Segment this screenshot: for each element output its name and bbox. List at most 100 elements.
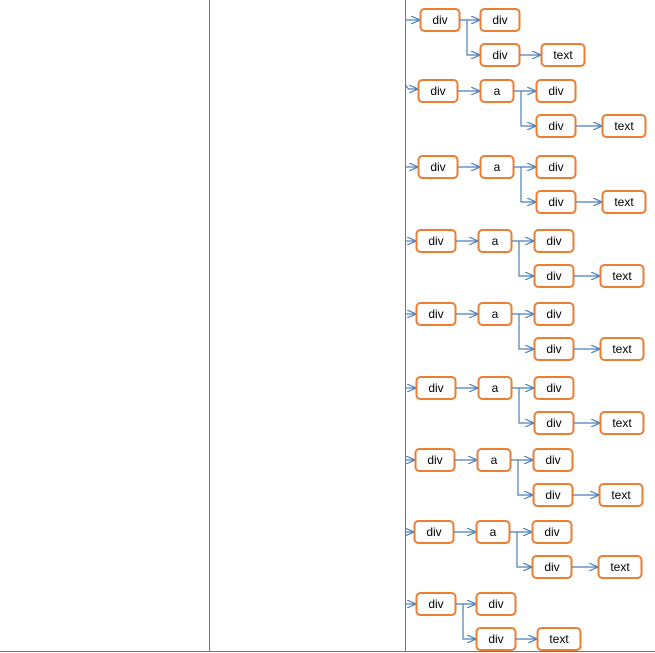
text-node: text (597, 555, 643, 579)
div-node-label: div (492, 13, 507, 27)
div-node-box (419, 8, 461, 32)
div-node: div (417, 155, 459, 179)
div-node: div (535, 79, 577, 103)
text-node: text (599, 337, 645, 361)
div-node: div (535, 155, 577, 179)
a-node-box (475, 520, 511, 544)
text-node-label: text (611, 488, 631, 502)
branch-connector (518, 314, 534, 349)
tree-row-3: div a div div text (405, 155, 647, 214)
div-node: div (415, 592, 457, 616)
a-node-box (477, 302, 513, 326)
div-node: div (533, 264, 575, 288)
div-node-box (479, 8, 521, 32)
div-node-label: div (428, 381, 443, 395)
div-node-box (533, 411, 575, 435)
div-node-box (533, 229, 575, 253)
text-node: text (599, 264, 645, 288)
a-node-box (476, 448, 512, 472)
a-node: a (476, 448, 512, 472)
div-node: div (535, 190, 577, 214)
tree-row-6: div a div div text (405, 376, 645, 435)
branch-connector (516, 532, 532, 567)
div-node: div (532, 448, 574, 472)
div-node-box (532, 448, 574, 472)
div-node-box (417, 79, 459, 103)
div-node-label: div (546, 342, 561, 356)
a-node-label: a (494, 160, 501, 174)
div-node-box (533, 302, 575, 326)
text-node-label: text (614, 119, 634, 133)
div-node-label: div (428, 597, 443, 611)
text-node-box (597, 555, 643, 579)
trunk-connector (405, 84, 419, 89)
div-node-box (479, 43, 521, 67)
a-node-label: a (494, 84, 501, 98)
text-node-box (540, 43, 586, 67)
text-node: text (601, 114, 647, 138)
div-node-box (535, 79, 577, 103)
div-node: div (531, 520, 573, 544)
div-node: div (479, 8, 521, 32)
div-node-label: div (430, 84, 445, 98)
branch-connector (520, 91, 536, 126)
a-node-label: a (492, 307, 499, 321)
div-node-box (415, 229, 457, 253)
a-node: a (479, 155, 515, 179)
div-node-label: div (432, 13, 447, 27)
div-node-label: div (544, 560, 559, 574)
a-node: a (477, 376, 513, 400)
text-node-box (599, 411, 645, 435)
div-node-label: div (428, 307, 443, 321)
text-node-label: text (610, 560, 630, 574)
a-node-label: a (491, 453, 498, 467)
text-node-label: text (612, 416, 632, 430)
div-node-label: div (548, 160, 563, 174)
div-node-box (535, 155, 577, 179)
text-node-box (536, 627, 582, 651)
div-node: div (415, 376, 457, 400)
div-node-label: div (546, 416, 561, 430)
text-node: text (599, 411, 645, 435)
a-node-label: a (492, 381, 499, 395)
div-node-label: div (548, 195, 563, 209)
a-node-box (479, 79, 515, 103)
div-node-box (413, 520, 455, 544)
div-node: div (475, 592, 517, 616)
div-node-label: div (546, 234, 561, 248)
div-node: div (475, 627, 517, 651)
text-node: text (601, 190, 647, 214)
div-node: div (419, 8, 461, 32)
text-node-label: text (553, 48, 573, 62)
div-node: div (532, 483, 574, 507)
div-node-box (535, 190, 577, 214)
text-node-box (598, 483, 644, 507)
branch-connector (462, 604, 476, 639)
text-node: text (540, 43, 586, 67)
div-node-box (535, 114, 577, 138)
div-node-label: div (426, 525, 441, 539)
branch-connector (518, 388, 534, 423)
div-node: div (533, 411, 575, 435)
div-node-label: div (548, 84, 563, 98)
div-node-label: div (544, 525, 559, 539)
div-node-box (532, 483, 574, 507)
div-node-box (475, 627, 517, 651)
text-node-box (599, 264, 645, 288)
div-node: div (415, 302, 457, 326)
a-node: a (477, 229, 513, 253)
div-node-label: div (546, 307, 561, 321)
text-node-box (599, 337, 645, 361)
div-node: div (533, 302, 575, 326)
div-node-label: div (546, 381, 561, 395)
div-node-box (533, 337, 575, 361)
div-node-box (531, 520, 573, 544)
text-node: text (536, 627, 582, 651)
